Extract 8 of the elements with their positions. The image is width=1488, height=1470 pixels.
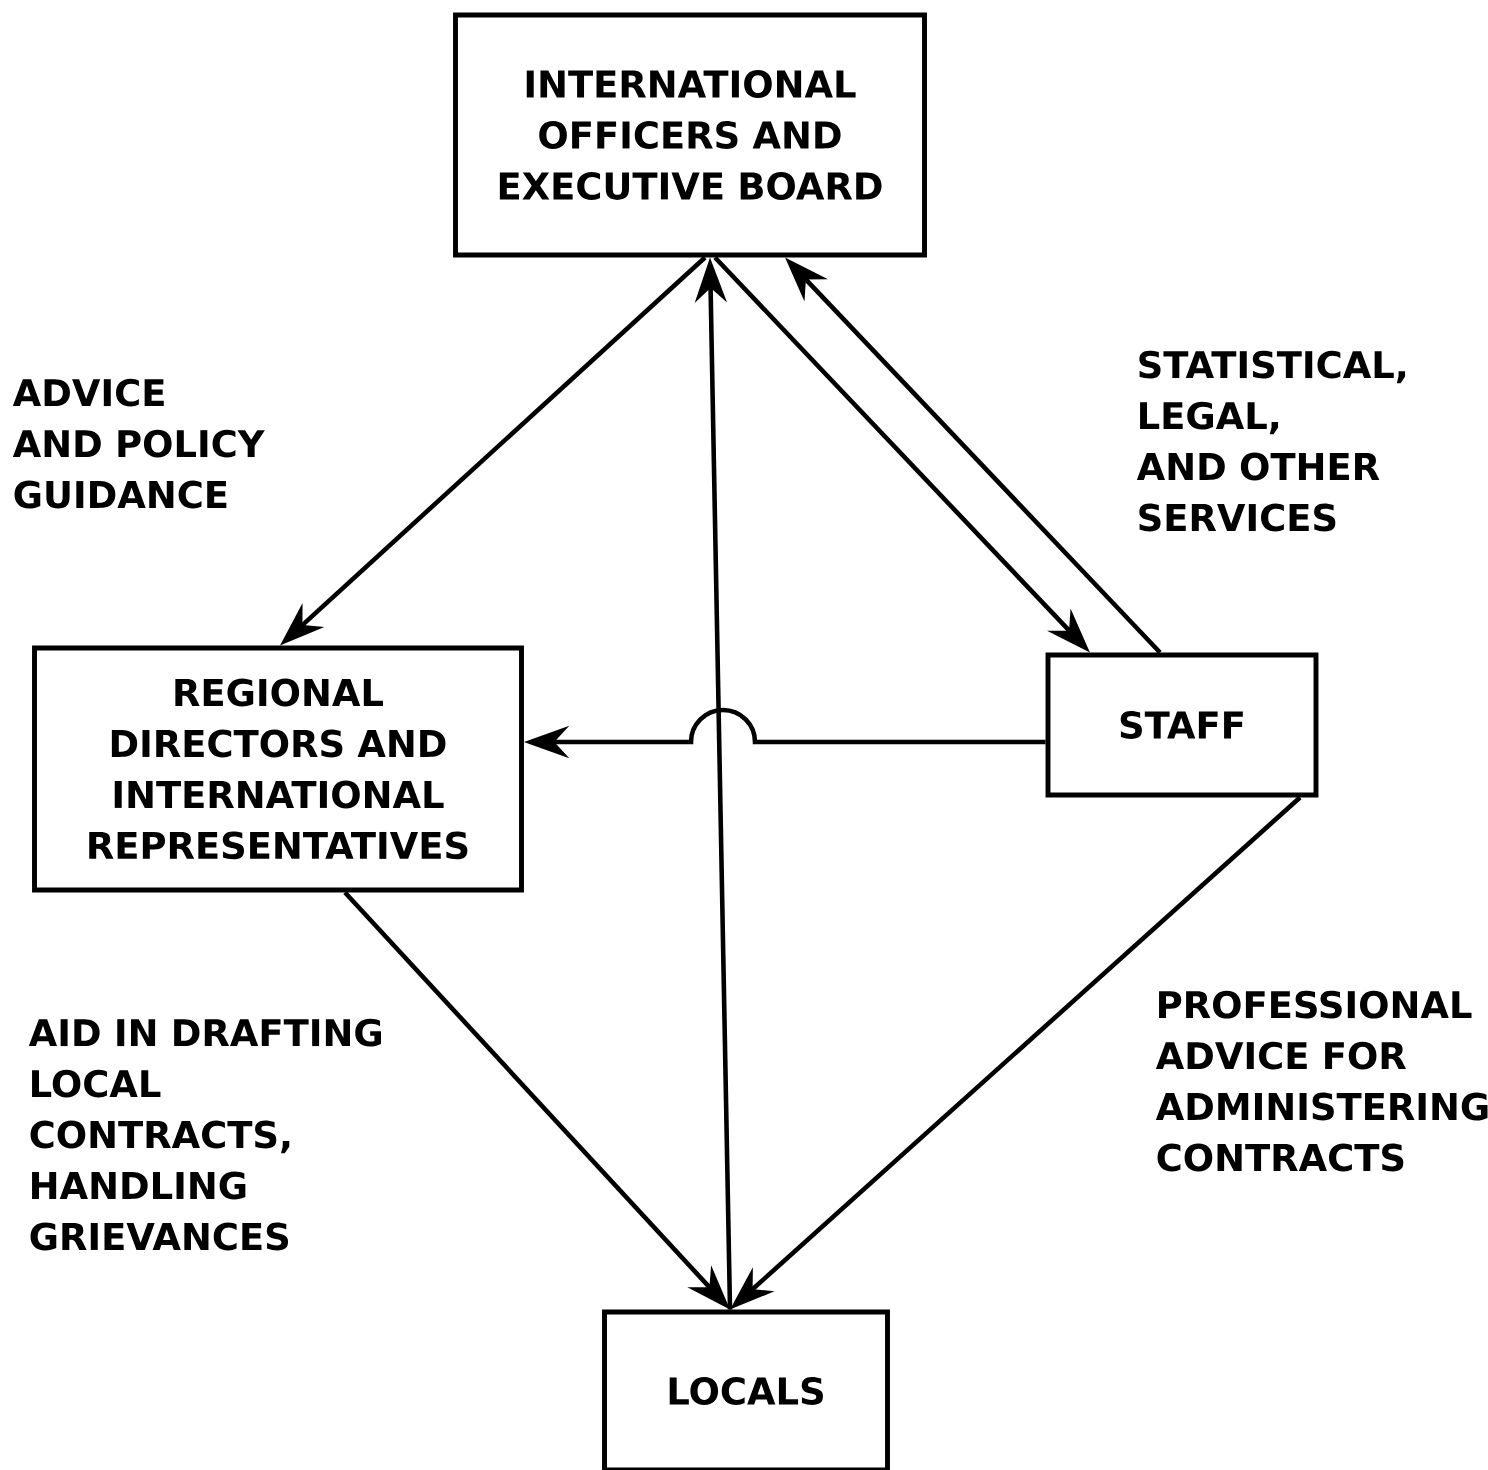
note-text: STATISTICAL, LEGAL, AND OTHER SERVICES bbox=[1136, 350, 1406, 532]
note-text: AID IN DRAFTING LOCAL CONTRACTS, HANDLING GRIEVANCES bbox=[28, 1018, 381, 1251]
box: INTERNATIONAL OFFICERS AND EXECUTIVE BOARD bbox=[453, 12, 927, 258]
box: LOCALS bbox=[602, 1309, 890, 1470]
box: REGIONAL DIRECTORS AND INTERNATIONAL REPRESENTATIVES bbox=[32, 645, 524, 893]
note-text: ADVICE AND POLICY GUIDANCE bbox=[12, 378, 265, 509]
note-text: PROFESSIONAL ADVICE FOR ADMINISTERING CONTRACTS bbox=[1155, 990, 1488, 1172]
box: STAFF bbox=[1045, 652, 1319, 798]
